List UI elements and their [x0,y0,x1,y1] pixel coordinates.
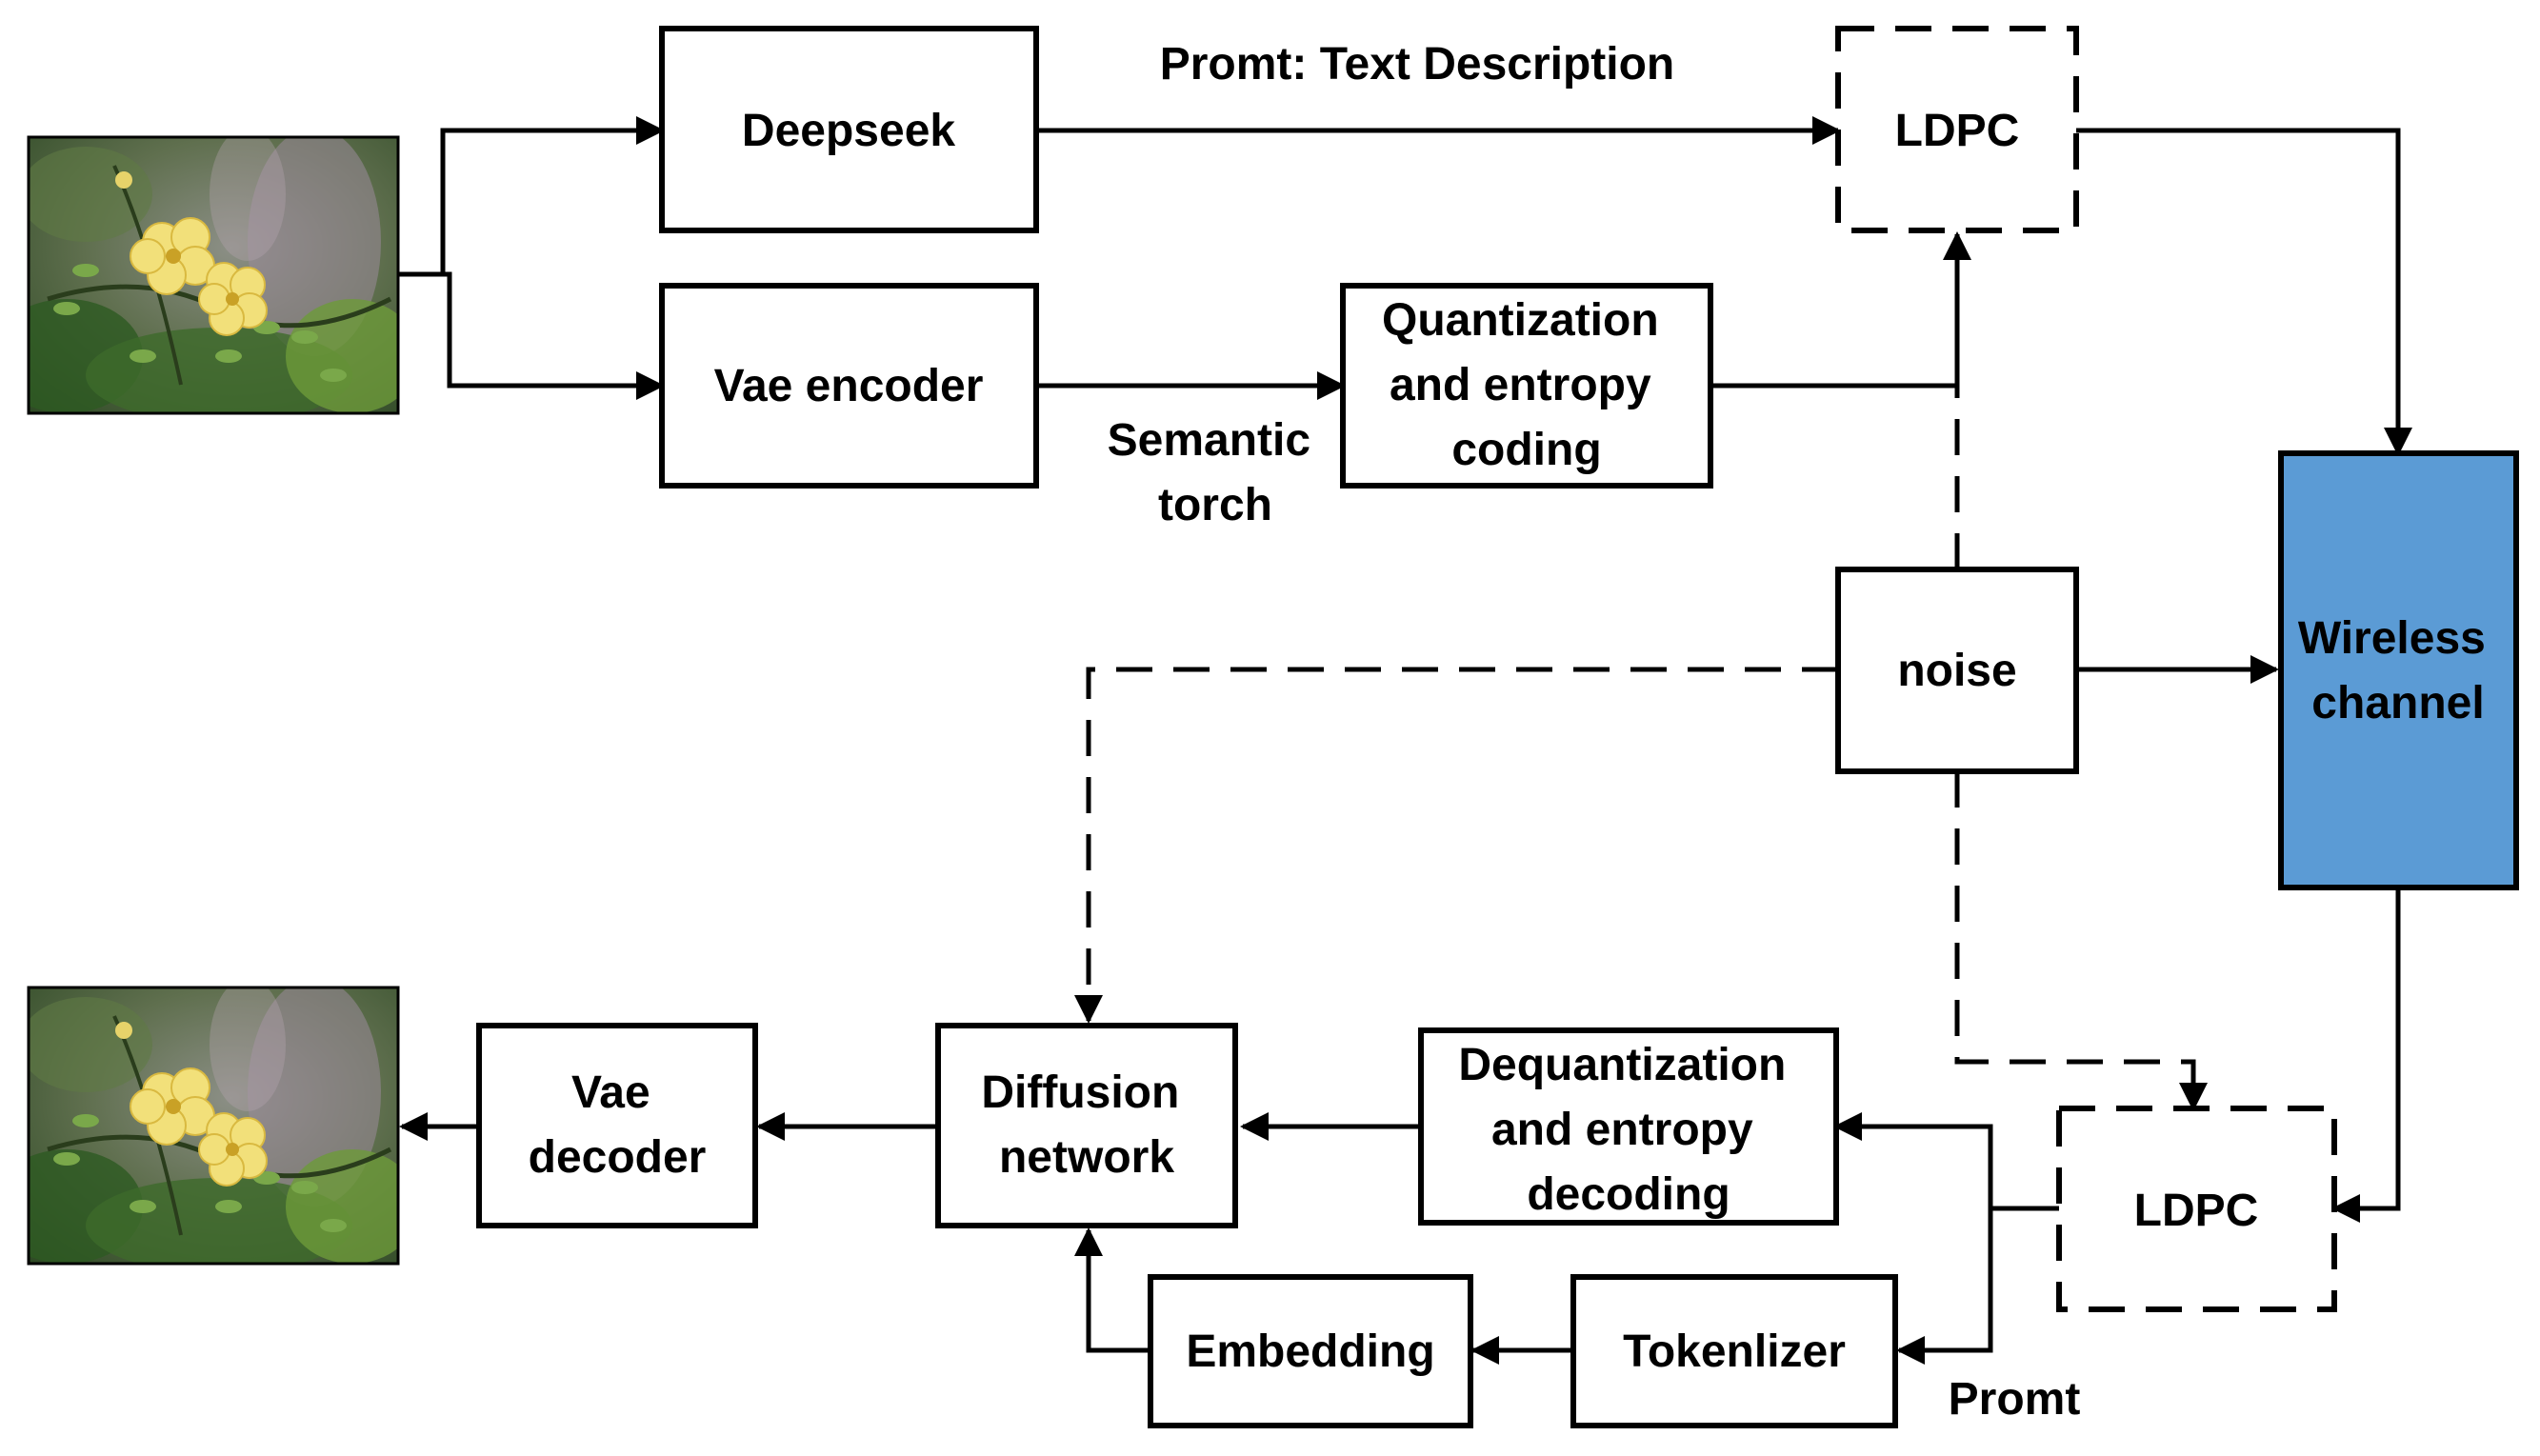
input-photo-icon [27,135,400,415]
vae-encoder-label: Vae encoder [714,361,984,411]
noise-label: noise [1897,646,2016,696]
wireless-channel-label: Wireless channel [2298,613,2498,728]
dequantization-box [1418,1027,1839,1226]
noise-box [1835,567,2079,774]
ldpc-tx-label: LDPC [1895,106,2020,156]
connectors [398,116,2412,1365]
tokenizer-box [1570,1274,1898,1428]
vae-decoder-label: Vae decoder [529,1067,707,1183]
embedding-box [1148,1274,1473,1428]
diffusion-network-box [935,1023,1238,1228]
quantization-box [1340,283,1713,489]
embedding-label: Embedding [1186,1326,1434,1377]
dequantization-label: Dequantization and entropy decoding [1458,1040,1798,1220]
ldpc-rx-label: LDPC [2134,1186,2259,1236]
vae-encoder-box [659,283,1039,489]
vae-decoder-box [476,1023,758,1228]
diffusion-network-label: Diffusion network [981,1067,1191,1183]
prompt-label: Promt [1949,1374,2081,1425]
ldpc-rx-box [2056,1106,2337,1312]
wireless-channel-box [2278,450,2519,890]
ldpc-tx-box [1835,26,2079,233]
deepseek-box [659,26,1039,233]
output-photo-icon [27,986,400,1266]
quantization-label: Quantization and entropy coding [1382,295,1671,475]
prompt-text-description-label: Promt: Text Description [1160,39,1675,90]
semantic-torch-label: Semantic torch [1108,415,1324,530]
deepseek-label: Deepseek [742,106,955,156]
tokenizer-label: Tokenlizer [1623,1326,1846,1377]
